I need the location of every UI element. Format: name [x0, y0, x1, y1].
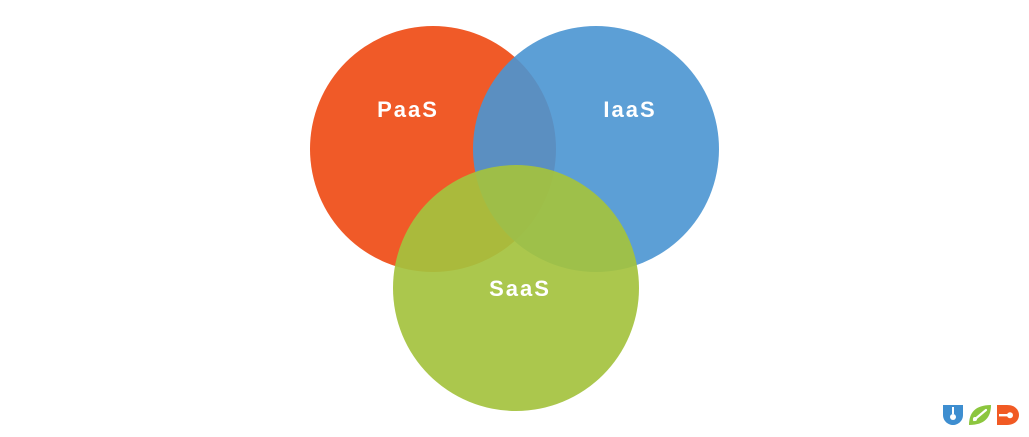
saas-circle [393, 165, 639, 411]
d-icon [997, 405, 1019, 425]
paas-label: PaaS [377, 97, 439, 122]
saas-label: SaaS [489, 276, 551, 301]
shield-icon [943, 405, 963, 425]
iaas-label: IaaS [603, 97, 656, 122]
brand-logo [941, 403, 1021, 427]
leaf-icon [969, 405, 991, 425]
